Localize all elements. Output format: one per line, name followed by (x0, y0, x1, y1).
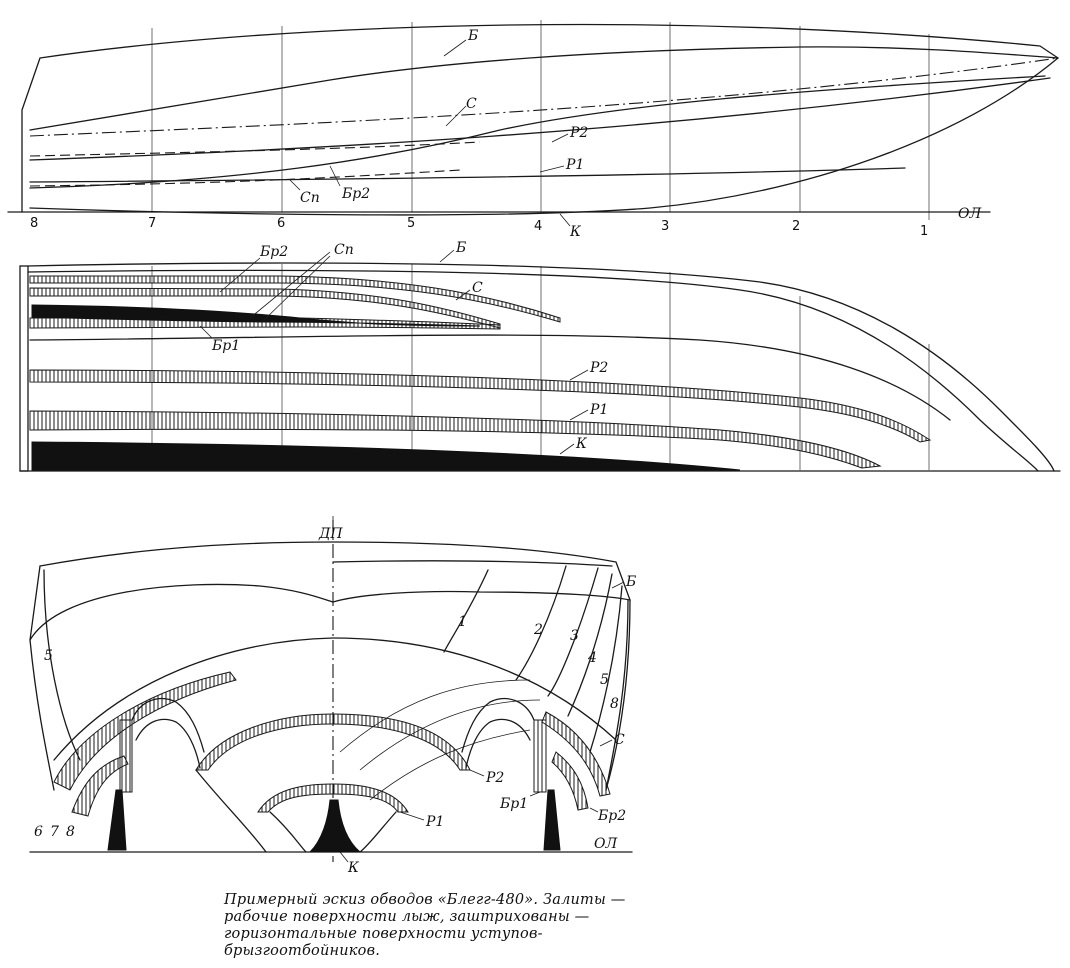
body-plan-left-ski-solid (107, 789, 127, 851)
profile-keel-line (29, 57, 1059, 216)
body-plan-section-label-5-left: 5 (44, 648, 53, 664)
body-plan-section-label-5: 5 (600, 672, 609, 688)
body-plan-step-br2-right (551, 751, 589, 811)
body-plan-label-br2: Бр2 (597, 808, 626, 824)
profile-chine-s (29, 57, 1059, 137)
body-plan-section-1 (443, 569, 489, 653)
body-plan-upper-arch (53, 637, 617, 761)
profile-view: 8 7 6 5 4 3 2 1 ОЛ Б С Р2 Р1 Сп Бр2 К (7, 20, 1059, 240)
plan-label-br2: Бр2 (259, 244, 288, 260)
profile-deck-line-b (29, 46, 1059, 131)
profile-station-label: 1 (920, 224, 928, 239)
plan-label-br1: Бр1 (211, 338, 240, 354)
body-plan-section-4 (567, 573, 613, 717)
profile-label-k: К (569, 224, 582, 240)
body-plan-section-label-8-left: 8 (66, 824, 75, 840)
body-plan-label-br1: Бр1 (499, 796, 528, 812)
body-plan-left-side-inner (43, 569, 81, 761)
body-plan-label-k: К (347, 860, 360, 876)
plan-label-r1: Р1 (589, 402, 608, 418)
plan-label-s: С (472, 280, 483, 296)
profile-label-r1: Р1 (565, 157, 584, 173)
figure-caption: Примерный эскиз обводов «Блегг-480». Зал… (224, 892, 626, 959)
profile-station-label: 6 (277, 216, 285, 231)
body-plan-section-label-7: 7 (50, 824, 59, 840)
plan-label-k: К (575, 436, 588, 452)
profile-station-label: 2 (792, 219, 800, 234)
profile-station-grid (151, 20, 930, 220)
plan-ski-sp-solid (31, 304, 481, 327)
body-plan-section-5 (589, 585, 623, 753)
body-plan-baseline-label: ОЛ (594, 836, 617, 852)
body-plan-deck-inner (332, 560, 613, 567)
body-plan-step-r1 (257, 783, 409, 813)
body-plan-right-sponson (533, 719, 547, 793)
plan-step-r2-hatched (29, 369, 932, 443)
profile-station-label: 8 (30, 216, 38, 231)
profile-sheer-outline (21, 23, 1059, 213)
body-plan-label-r2: Р2 (485, 770, 504, 786)
body-plan-section-3 (547, 567, 599, 697)
plan-label-r2: Р2 (589, 360, 608, 376)
body-plan-section-label-8: 8 (610, 696, 619, 712)
profile-label-br2: Бр2 (341, 186, 370, 202)
body-plan-section-label-1: 1 (458, 614, 467, 630)
plan-label-sp: Сп (334, 242, 354, 258)
profile-line-br2 (29, 75, 1046, 189)
plan-line-s-curve (29, 334, 951, 421)
body-plan-section-label-4: 4 (587, 650, 597, 666)
body-plan-label-r1: Р1 (425, 814, 444, 830)
plan-ski-k-solid (31, 441, 741, 471)
body-plan-section-8 (605, 599, 629, 791)
profile-label-b: Б (467, 28, 478, 44)
profile-station-label: 7 (148, 216, 156, 231)
plan-step-br1-hatched (29, 317, 501, 330)
plan-step-r1-hatched (29, 410, 882, 469)
profile-label-r2: Р2 (569, 125, 588, 141)
profile-station-label: 4 (534, 219, 542, 234)
profile-line-r2 (29, 77, 1051, 161)
plan-sheer-outline (27, 262, 1055, 472)
plan-step-br2-hatched (29, 275, 561, 323)
plan-inner-outline (27, 269, 1039, 472)
body-plan-sheer-line (29, 583, 631, 641)
body-plan-deck-outline (39, 541, 631, 601)
body-plan-section-2 (515, 565, 567, 681)
profile-line-s-dashed (29, 141, 481, 157)
body-plan-step-outer-left (53, 671, 237, 791)
profile-baseline-label: ОЛ (958, 206, 981, 222)
profile-line-r1 (29, 167, 906, 183)
body-plan-right-side (605, 599, 631, 791)
body-plan-section-label-2: 2 (533, 622, 543, 638)
profile-label-s: С (466, 96, 477, 112)
profile-line-sp-dashed (29, 169, 461, 187)
plan-view: Бр2 Сп Б С Бр1 Р2 Р1 К (19, 240, 1061, 472)
body-plan-center-keel (308, 799, 362, 853)
body-plan-centerline-label: ДП (318, 526, 343, 542)
body-plan-section-label-3: 3 (570, 628, 579, 644)
body-plan-right-ski-solid (543, 789, 561, 851)
profile-station-label: 3 (661, 219, 669, 234)
body-plan-section-label-6: 6 (34, 824, 43, 840)
profile-station-label: 5 (407, 216, 415, 231)
body-plan-step-r2 (195, 713, 471, 771)
body-plan-left-sponson (119, 719, 133, 793)
body-plan-view: ДП ОЛ (29, 516, 636, 876)
body-plan-label-s: С (614, 732, 625, 748)
body-plan-label-b: Б (625, 574, 636, 590)
body-plan-left-side (29, 565, 55, 791)
plan-transom (19, 265, 29, 472)
profile-label-sp: Сп (300, 190, 320, 206)
plan-label-b: Б (455, 240, 466, 256)
body-plan-step-s-right (541, 711, 611, 797)
